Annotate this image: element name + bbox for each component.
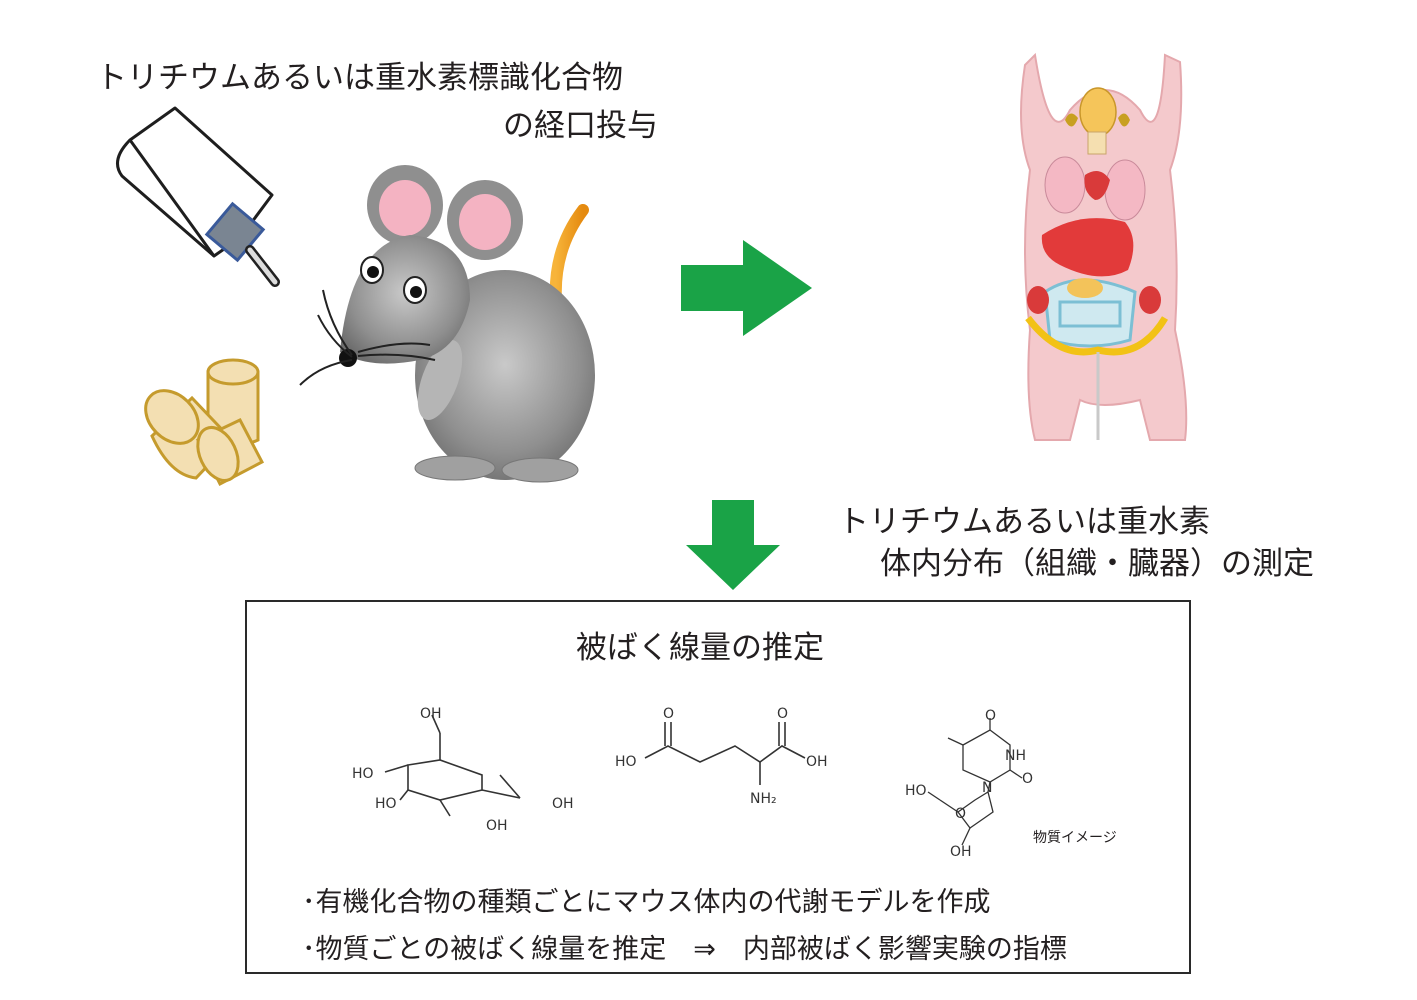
glucose-ho-mid: HO: [375, 796, 397, 812]
thymidine-oh: OH: [950, 844, 972, 860]
administration-label-line2: の経口投与: [503, 108, 658, 144]
dissected-mouse-icon: [1020, 52, 1188, 441]
glutamate-nh2: NH₂: [750, 791, 777, 807]
bullet-metabolic-model: ･有機化合物の種類ごとにマウス体内の代謝モデルを作成: [302, 887, 991, 918]
measurement-label-line2: 体内分布（組織・臓器）の測定: [880, 546, 1314, 582]
glutamate-ho: HO: [615, 754, 637, 770]
glucose-structure: [384, 714, 521, 817]
glutamate-o-left: O: [663, 706, 674, 722]
measurement-label-line1: トリチウムあるいは重水素: [838, 504, 1210, 540]
dose-estimation-box: [245, 600, 1191, 974]
thymidine-n: N: [982, 780, 992, 796]
thymidine-structure: [927, 718, 1023, 846]
glutamate-o-right: O: [777, 706, 788, 722]
right-arrow-icon: [681, 240, 812, 336]
glucose-oh-bottom: OH: [486, 818, 508, 834]
box-title: 被ばく線量の推定: [576, 630, 824, 666]
glucose-ho-left: HO: [352, 766, 374, 782]
administration-label-line1: トリチウムあるいは重水素標識化合物: [96, 60, 623, 96]
glucose-oh-right: OH: [552, 796, 574, 812]
glutamate-structure: [644, 722, 806, 785]
thymidine-ho: HO: [905, 783, 927, 799]
down-arrow-icon: [686, 500, 780, 590]
food-pellets-icon: [144, 358, 265, 487]
glucose-oh-top: OH: [420, 706, 442, 722]
mouse-icon: [299, 165, 595, 483]
thymidine-o-ring: O: [955, 806, 966, 822]
thymidine-nh: NH: [1005, 748, 1026, 764]
molecule-caption: 物質イメージ: [1033, 830, 1117, 846]
water-bottle-icon: [116, 106, 280, 287]
glutamate-oh: OH: [806, 754, 828, 770]
bullet-dose-estimate: ･物質ごとの被ばく線量を推定 ⇒ 内部被ばく影響実験の指標: [302, 934, 1067, 965]
thymidine-o-right: O: [1022, 771, 1033, 787]
thymidine-o-top: O: [985, 708, 996, 724]
